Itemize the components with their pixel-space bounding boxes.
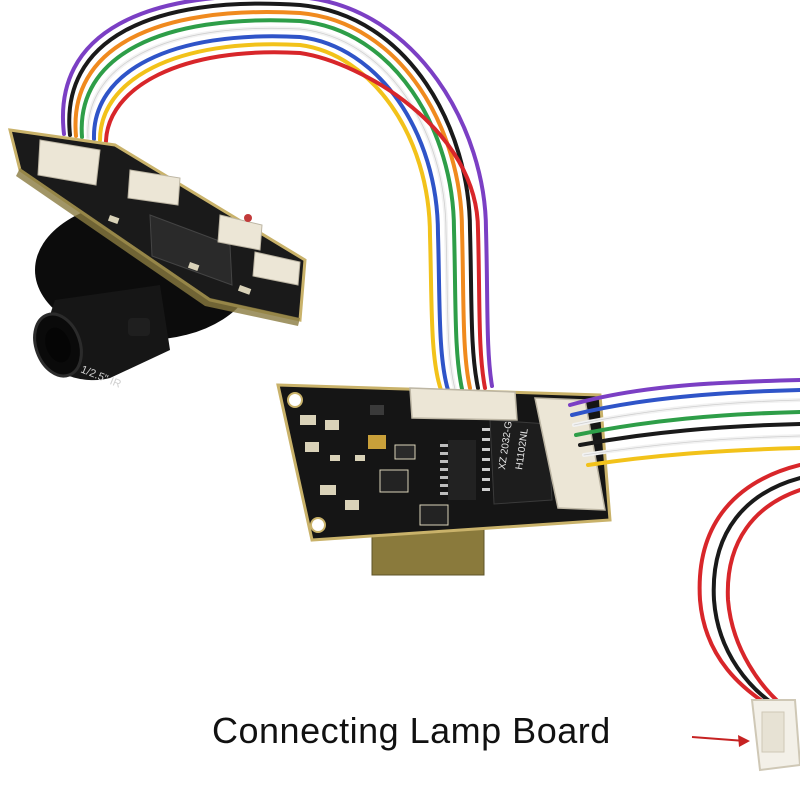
connecting-lamp-board-caption: Connecting Lamp Board bbox=[212, 710, 611, 751]
ribbon-wire-harness bbox=[60, 0, 494, 392]
output-connector bbox=[534, 397, 606, 511]
ic-chip bbox=[448, 440, 476, 500]
lamp-board-cable bbox=[697, 463, 800, 707]
mounting-hole bbox=[310, 517, 326, 533]
harness-connector bbox=[409, 387, 518, 421]
sensor-board-connectors bbox=[37, 139, 301, 286]
lens-screw bbox=[128, 318, 150, 336]
smd-components bbox=[300, 405, 449, 526]
camera-sensor-board: 1/2.5" IR bbox=[8, 128, 307, 391]
arrow-icon bbox=[691, 735, 750, 747]
lamp-board-connector bbox=[750, 699, 800, 772]
network-interface-board: XZ 2032-G H1102NL bbox=[276, 383, 612, 576]
transformer-chip bbox=[489, 419, 553, 505]
chip-pins bbox=[482, 428, 490, 491]
output-wire-bundle bbox=[568, 378, 800, 467]
mounting-hole bbox=[287, 392, 303, 408]
sensor-chip bbox=[149, 214, 233, 286]
